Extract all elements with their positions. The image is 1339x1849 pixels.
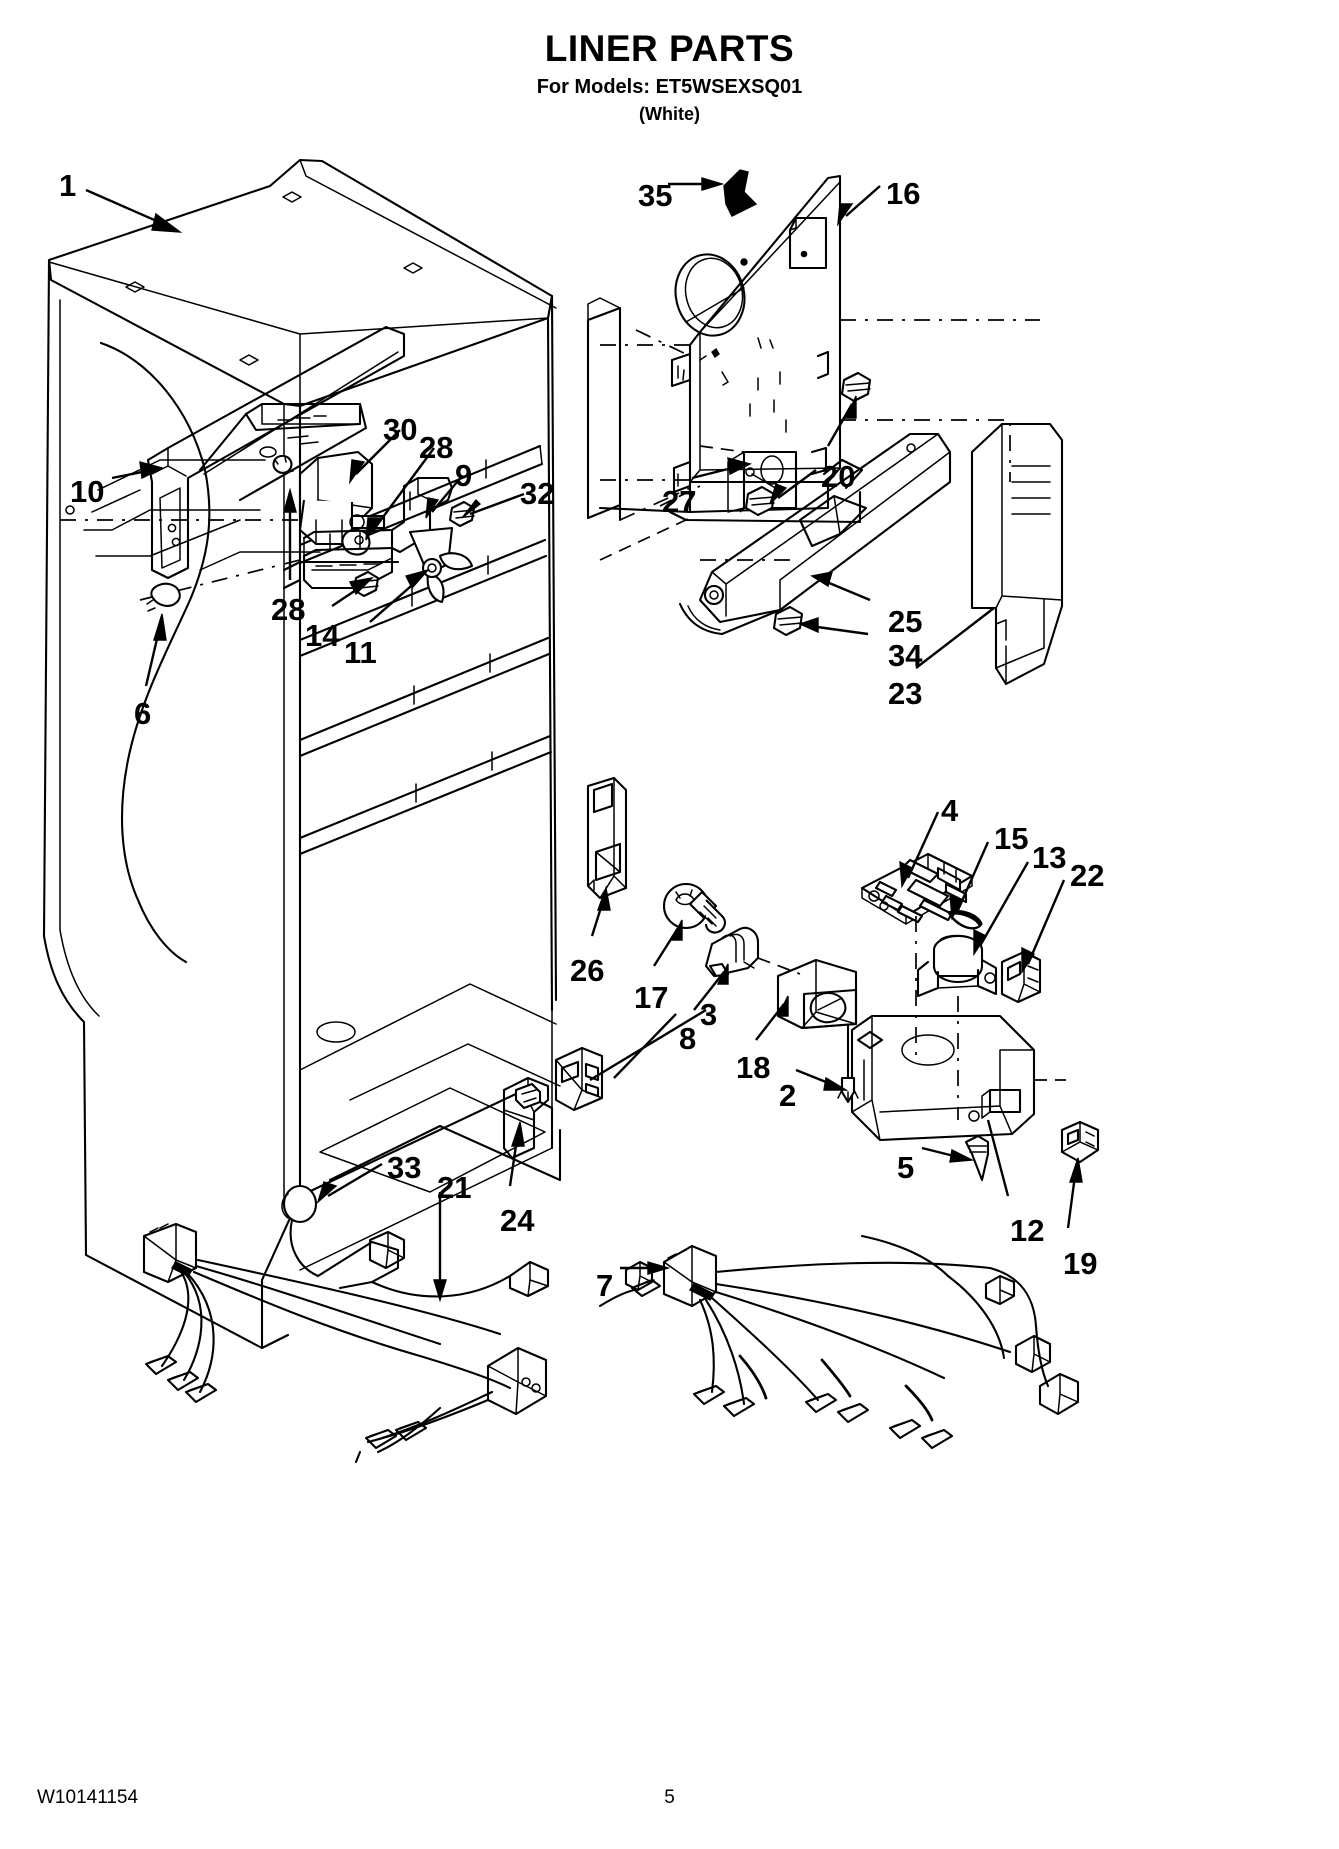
thermostat-13 — [916, 934, 998, 1120]
callout-screw-panel: 20 — [821, 459, 856, 494]
callout-terminal-block: 26 — [570, 953, 605, 988]
cabinet-liner-drawing — [42, 158, 562, 1350]
wire-harness-left-21 — [142, 1192, 550, 1464]
light-housing-18 — [776, 958, 858, 1030]
callout-screw-upper: 28 — [419, 430, 454, 465]
callout-clip-bracket: 35 — [638, 178, 673, 213]
clip-bracket-35 — [723, 169, 758, 217]
callout-drain-pan: 12 — [1010, 1213, 1045, 1248]
callout-control-board: 4 — [941, 793, 959, 828]
callout-push-rivet: 2 — [779, 1078, 797, 1113]
callout-light-shield-bracket: 10 — [70, 474, 105, 509]
callout-screw-fan: 14 — [305, 618, 340, 653]
screw-pan-5 — [964, 1134, 990, 1182]
clip-drain-19 — [1060, 1120, 1100, 1164]
callout-screw-pan: 5 — [897, 1150, 915, 1185]
callout-access-cover: 27 — [662, 484, 697, 519]
callout-connector-24: 24 — [500, 1203, 535, 1238]
grommet-33 — [281, 1184, 320, 1278]
connector-block-3 — [554, 1013, 677, 1112]
callout-fan-blade: 11 — [344, 635, 377, 670]
control-board-4 — [860, 852, 974, 1060]
models-label: For Models: ET5WSEXSQ01 — [536, 76, 803, 98]
callout-wire-clip: 15 — [994, 821, 1029, 856]
callout-rear-panel: 16 — [886, 176, 921, 211]
callout-wire-harness-left: 21 — [437, 1170, 472, 1205]
drain-pan-12 — [850, 1014, 1066, 1142]
page-title: LINER PARTS — [544, 28, 795, 69]
callout-damper-motor: 30 — [383, 412, 418, 447]
push-rivet-2 — [837, 1024, 859, 1104]
callout-grommet: 33 — [387, 1150, 422, 1185]
callout-leaders — [85, 177, 1083, 1229]
screw-duct-34 — [772, 605, 804, 637]
callout-plug-button: 6 — [134, 696, 152, 731]
connector-24 — [502, 1076, 550, 1160]
light-bulb-17 — [662, 882, 726, 934]
callout-thermostat-bracket: 22 — [1070, 858, 1105, 893]
light-shield-bracket-10 — [146, 325, 406, 580]
callout-screw-lower: 28 — [271, 592, 306, 627]
callout-screw-right: 32 — [520, 476, 555, 511]
access-cover-27 — [599, 445, 798, 561]
callout-connector-block: 3 — [700, 997, 718, 1032]
bulb-socket-8 — [704, 926, 801, 978]
thermostat-bracket-22 — [1000, 950, 1042, 1004]
callout-air-duct-bracket: 9 — [455, 458, 473, 493]
callout-light-housing: 18 — [736, 1050, 771, 1085]
callout-screw-duct: 34 — [888, 638, 923, 673]
wire-harness-right-7 — [598, 1234, 1080, 1450]
callout-cabinet-liner: 1 — [59, 168, 77, 203]
air-duct-cover-25 — [678, 432, 952, 636]
callout-wire-harness-right: 7 — [596, 1268, 614, 1303]
wire-clip-15 — [946, 910, 983, 930]
callout-thermostat: 13 — [1032, 840, 1067, 875]
callout-air-duct-cover: 25 — [888, 604, 923, 639]
side-trim-cover-23 — [970, 422, 1064, 686]
document-number: W10141154 — [37, 1787, 139, 1808]
terminal-block-26 — [586, 776, 628, 900]
callout-clip-drain: 19 — [1063, 1246, 1098, 1281]
callout-side-trim-cover: 23 — [888, 676, 923, 711]
plug-button-6 — [146, 582, 181, 612]
rear-panel-16 — [586, 174, 1040, 561]
color-note: (White) — [639, 104, 700, 124]
callout-bulb-socket: 8 — [679, 1021, 697, 1056]
callout-light-bulb: 17 — [634, 980, 669, 1015]
page-number: 5 — [664, 1787, 675, 1808]
